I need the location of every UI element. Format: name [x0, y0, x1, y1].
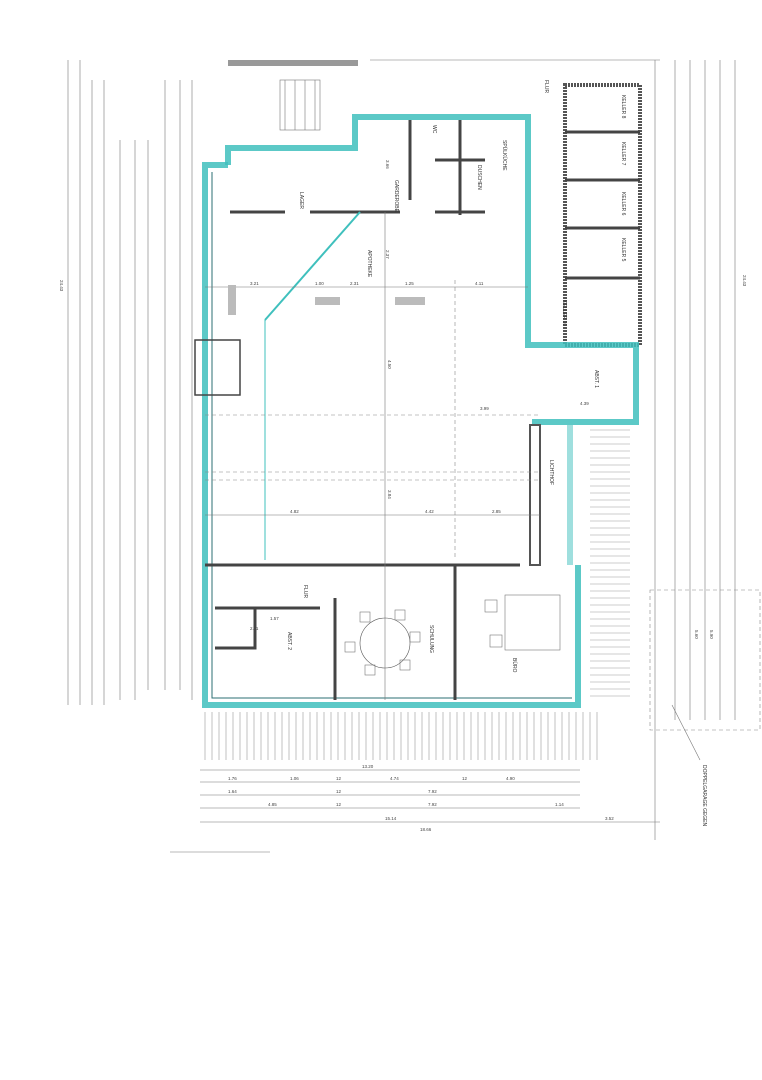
room-label: ABST. 1 [593, 370, 599, 388]
room-label: WC [431, 125, 437, 134]
dimension-label: 4.11 [475, 281, 484, 286]
dimension-label: 4.82 [290, 509, 299, 514]
stair-area [228, 59, 660, 131]
dimension-label: 13.20 [362, 764, 374, 769]
terrace [204, 429, 630, 760]
dimension-label: 4.90 [506, 776, 515, 781]
dimension-label: 1.00 [315, 281, 324, 286]
dimension-label: 18.66 [420, 827, 432, 832]
room-label: KELLER 10 [561, 300, 567, 326]
room-label: SCHULUNG [428, 625, 434, 653]
dimension-label: 4.42 [425, 509, 434, 514]
bottom-dimension-lines [170, 769, 660, 853]
dimension-label: 7.92 [428, 789, 437, 794]
dimension-label: 1.06 [290, 776, 299, 781]
room-label: LICHTHOF [548, 460, 554, 485]
dimension-label: 12 [336, 789, 342, 794]
room-label: KELLER 8 [620, 95, 626, 119]
dimension-label: 2.31 [350, 281, 359, 286]
dimension-label: 4.50 [387, 360, 392, 369]
room-label: APOTHEKE [366, 250, 372, 278]
dimension-label: 1.25 [405, 281, 414, 286]
dimension-label: 5.60 [694, 630, 699, 639]
dimension-label: 4.85 [268, 802, 277, 807]
room-label: FLUR [302, 585, 308, 598]
room-label: FLUR [543, 80, 549, 93]
room-label: LAGER [298, 192, 304, 209]
dimension-label: 12 [336, 776, 342, 781]
dimension-label: 1.64 [228, 789, 237, 794]
dimension-labels: 13.20 1.76 1.06 12 4.74 12 4.90 1.64 12 … [59, 160, 747, 832]
dimension-label: 15.14 [385, 816, 397, 821]
garage-annotation: DOPPELGARAGE GEGEN [701, 765, 707, 827]
dimension-label: 24.43 [59, 280, 64, 292]
room-label: KELLER 6 [620, 192, 626, 216]
dimension-label: 7.92 [428, 802, 437, 807]
room-labels: LAGER GARDEROBE WC DUSCHEN SPÜLKÜCHE APO… [286, 80, 707, 827]
dimension-label: 2.85 [492, 509, 501, 514]
left-dimension-lines [67, 60, 193, 705]
room-label: KELLER 7 [620, 142, 626, 166]
room-label: ABST. 2 [286, 632, 292, 650]
room-label: SPÜLKÜCHE [501, 140, 508, 171]
dimension-label: 1.14 [555, 802, 564, 807]
dimension-label: 3.66 [385, 160, 390, 169]
dimension-label: 12 [462, 776, 468, 781]
room-label: GARDEROBE [393, 180, 399, 213]
room-label: KELLER 5 [620, 238, 626, 262]
dimension-label: 3.84 [387, 490, 392, 499]
room-label: DUSCHEN [476, 165, 482, 190]
dimension-label: 4.39 [580, 401, 589, 406]
dimension-label: 1.57 [270, 616, 279, 621]
conference-table [344, 594, 561, 676]
right-dimension-lines [649, 60, 761, 840]
dimension-label: 24.43 [742, 275, 747, 287]
dimension-label: 12 [336, 802, 342, 807]
dimension-label: 2.11 [250, 626, 259, 631]
dimension-label: 5.90 [709, 630, 714, 639]
dimension-label: 1.76 [228, 776, 237, 781]
dimension-label: 3.21 [250, 281, 259, 286]
interior-walls [194, 120, 541, 700]
cellar-rooms [563, 83, 642, 347]
dimension-label: 3.99 [480, 406, 489, 411]
dimension-label: 3.52 [605, 816, 614, 821]
dimension-label: 2.37 [385, 250, 390, 259]
room-label: BÜRO [511, 658, 518, 673]
exterior-walls [202, 114, 639, 708]
dimension-label: 4.74 [390, 776, 399, 781]
structural-grid [205, 212, 540, 700]
